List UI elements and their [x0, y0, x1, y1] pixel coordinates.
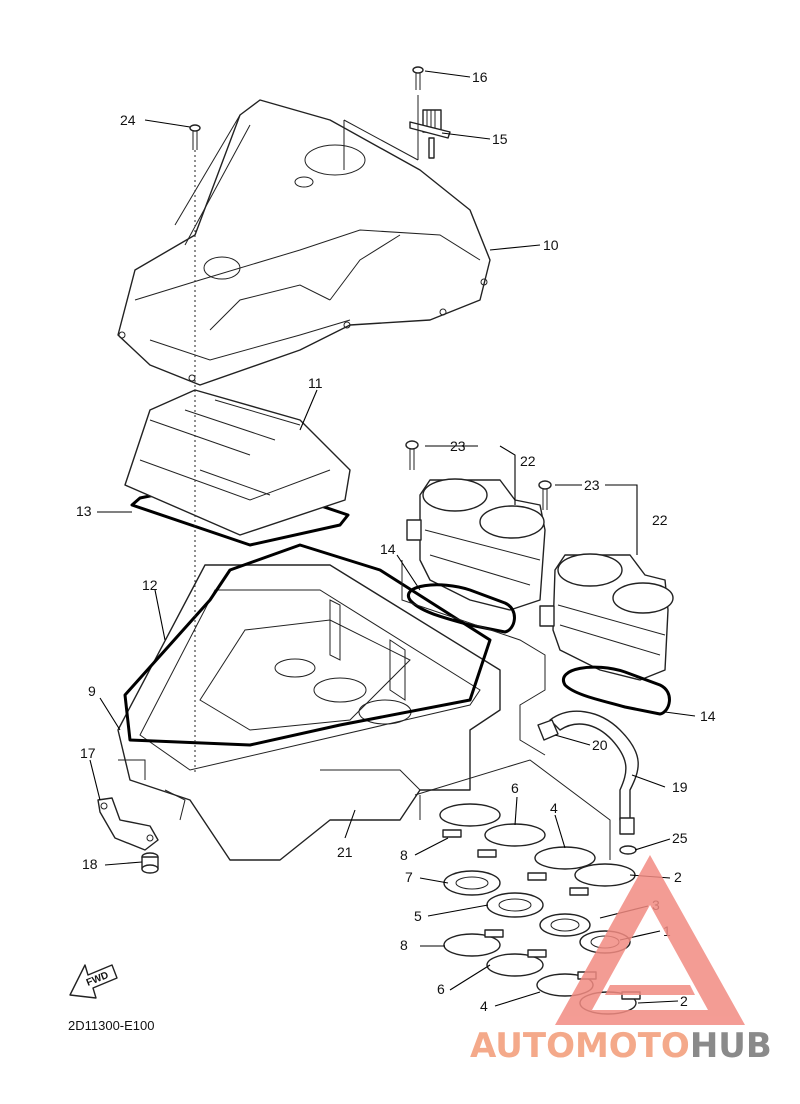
- callout-22-lower: 22: [652, 512, 668, 528]
- callout-10: 10: [543, 237, 559, 253]
- callout-8-upper: 8: [400, 847, 408, 863]
- intake-temp-sensor-15: [409, 109, 451, 159]
- callout-2-lower: 2: [680, 993, 688, 1009]
- seal-14-upper: [406, 583, 516, 634]
- watermark-logo: [555, 855, 745, 1025]
- callout-21: 21: [337, 844, 353, 860]
- callout-20: 20: [592, 737, 608, 753]
- callout-15: 15: [492, 131, 508, 147]
- bracket-17: [97, 797, 159, 851]
- callout-25: 25: [672, 830, 688, 846]
- callout-8-lower: 8: [400, 937, 408, 953]
- callout-14-upper: 14: [380, 541, 396, 557]
- gasket-12: [123, 543, 492, 747]
- air-filter: [124, 389, 351, 536]
- air-box-cover: [117, 99, 491, 386]
- fwd-arrow-icon: FWD: [69, 964, 118, 999]
- screw-16: [412, 66, 424, 90]
- hose-clip-20: [537, 719, 559, 741]
- hose-end-19: [619, 817, 635, 835]
- breather-hose-19: [549, 710, 639, 821]
- callout-7: 7: [405, 869, 413, 885]
- assembly-guide-upper: [401, 560, 546, 756]
- callout-23-lower: 23: [584, 477, 600, 493]
- callout-24: 24: [120, 112, 136, 128]
- callout-2-upper: 2: [674, 869, 682, 885]
- callout-23-upper: 23: [450, 438, 466, 454]
- callout-9: 9: [88, 683, 96, 699]
- diagram-code: 2D11300-E100: [68, 1018, 155, 1033]
- watermark-text: AUTOMOTOHUB: [470, 1026, 772, 1066]
- joint-22-upper: [406, 478, 546, 611]
- screw-24: [189, 124, 201, 150]
- callout-12: 12: [142, 577, 158, 593]
- watermark-a-bar: [605, 985, 695, 995]
- bolt-23-upper: [405, 440, 419, 470]
- callout-6-upper: 6: [511, 780, 519, 796]
- callout-16: 16: [472, 69, 488, 85]
- callout-17: 17: [80, 745, 96, 761]
- gasket-13: [130, 476, 350, 547]
- callout-18: 18: [82, 856, 98, 872]
- joint-22-lower: [539, 553, 674, 681]
- assembly-guide-lower: [414, 759, 611, 860]
- callout-11: 11: [308, 375, 323, 391]
- leader-lines: [89, 70, 696, 1007]
- watermark-brand-b: HUB: [690, 1026, 772, 1066]
- callout-13: 13: [76, 503, 92, 519]
- watermark-brand-a: AUTOMOTO: [470, 1026, 690, 1066]
- air-box-case: [117, 564, 501, 861]
- callout-22-upper: 22: [520, 453, 536, 469]
- callout-4-upper: 4: [550, 800, 558, 816]
- sensor-guide-lines: [343, 95, 419, 170]
- callout-6-lower: 6: [437, 981, 445, 997]
- callout-19: 19: [672, 779, 688, 795]
- watermark-triangle-icon: [555, 855, 745, 1025]
- callout-5: 5: [414, 908, 422, 924]
- bolt-23-lower: [538, 480, 552, 510]
- callout-14-lower: 14: [700, 708, 716, 724]
- bushing-18: [141, 852, 159, 874]
- callout-4-lower: 4: [480, 998, 488, 1014]
- seal-14-lower: [561, 665, 671, 716]
